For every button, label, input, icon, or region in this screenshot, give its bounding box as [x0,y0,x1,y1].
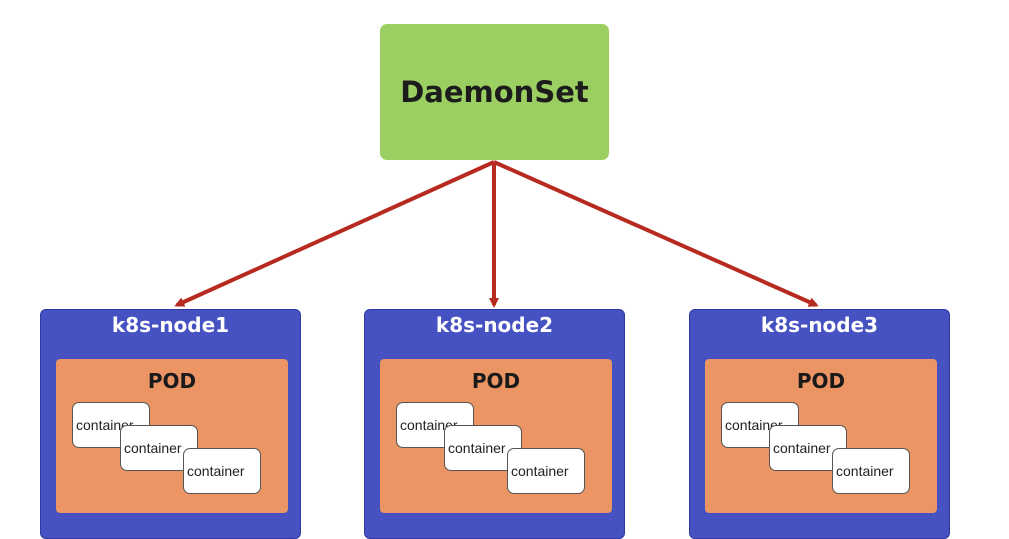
pod-box: POD container container container [705,359,937,513]
node-box-3: k8s-node3 POD container container contai… [689,309,950,539]
pod-box: POD container container container [56,359,288,513]
container-box: container [769,425,847,471]
arrow-to-node1 [174,160,495,307]
pod-box: POD container container container [380,359,612,513]
pod-title: POD [147,369,197,393]
node-box-1: k8s-node1 POD container container contai… [40,309,301,539]
pod-title: POD [471,369,521,393]
daemonset-box: DaemonSet [380,24,609,160]
node-title: k8s-node1 [111,313,230,337]
container-box: container [183,448,261,494]
container-box: container [507,448,585,494]
pod-title: POD [796,369,846,393]
container-box: container [832,448,910,494]
arrow-to-node3 [493,160,819,307]
node-box-2: k8s-node2 POD container container contai… [364,309,625,539]
arrows-layer [174,160,819,308]
node-title: k8s-node2 [435,313,554,337]
node-title: k8s-node3 [760,313,879,337]
daemonset-label: DaemonSet [400,75,589,109]
